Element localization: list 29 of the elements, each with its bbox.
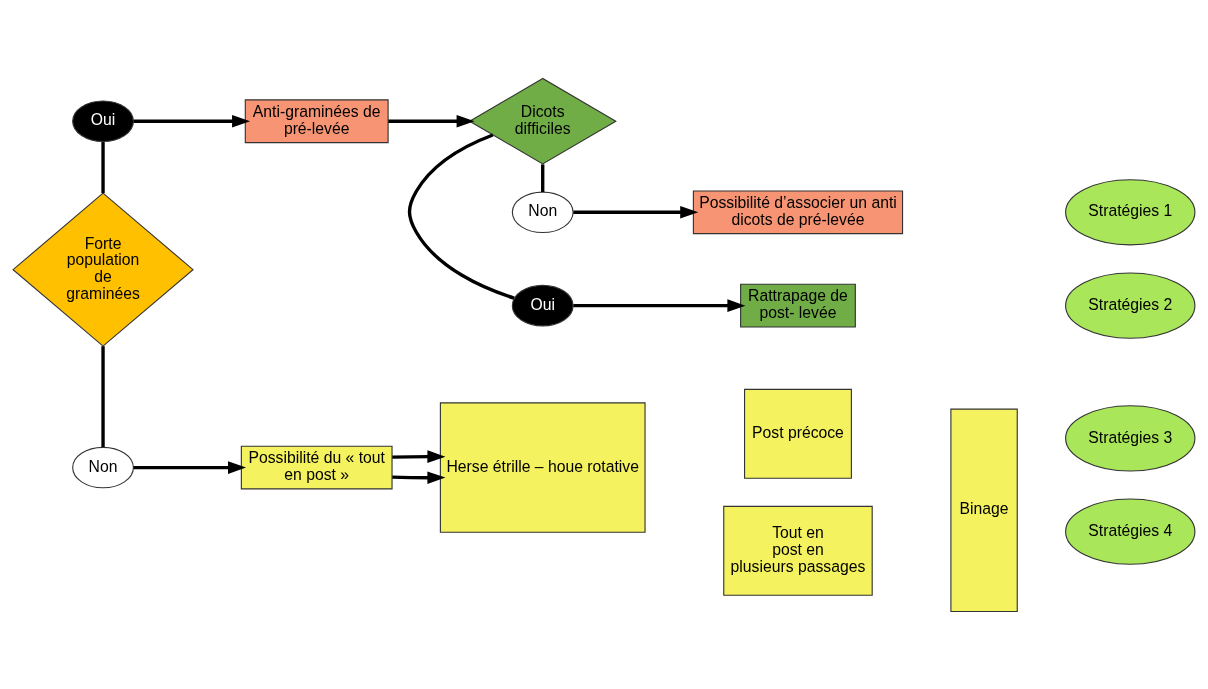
- connector: [101, 345, 105, 447]
- node-box: Post précoce: [744, 388, 852, 479]
- connector: [407, 132, 515, 300]
- arrow: [392, 449, 446, 463]
- connector: [541, 163, 545, 192]
- node-box: Rattrapage de post- levée: [740, 283, 856, 328]
- node-box: Possibilité du « tout en post »: [240, 445, 393, 489]
- node-diamond: Dicots difficiles: [468, 77, 617, 165]
- arrow: [133, 460, 247, 474]
- connector: [101, 141, 105, 193]
- node-box: Herse étrille – houe rotative: [439, 401, 646, 533]
- node-ellipse: Non: [72, 446, 134, 488]
- node-ellipse: Stratégies 1: [1065, 178, 1196, 245]
- node-ellipse: Non: [511, 191, 574, 233]
- arrow: [392, 470, 446, 484]
- node-ellipse: Stratégies 4: [1065, 498, 1196, 565]
- node-box: Possibilité d’associer un anti dicots de pré-levée: [692, 189, 904, 234]
- node-ellipse: Stratégies 2: [1065, 271, 1196, 339]
- arrow: [573, 205, 699, 219]
- node-ellipse: Oui: [72, 99, 134, 142]
- arrow: [388, 114, 475, 128]
- node-box: Anti-graminées de pré-levée: [244, 98, 389, 143]
- node-box: Binage: [950, 408, 1018, 612]
- node-diamond: Forte population de graminées: [12, 191, 194, 347]
- arrow: [133, 114, 251, 128]
- arrow: [573, 298, 746, 312]
- node-ellipse: Stratégies 3: [1065, 404, 1196, 471]
- node-box: Tout en post en plusieurs passages: [723, 505, 873, 596]
- node-ellipse: Oui: [511, 284, 574, 326]
